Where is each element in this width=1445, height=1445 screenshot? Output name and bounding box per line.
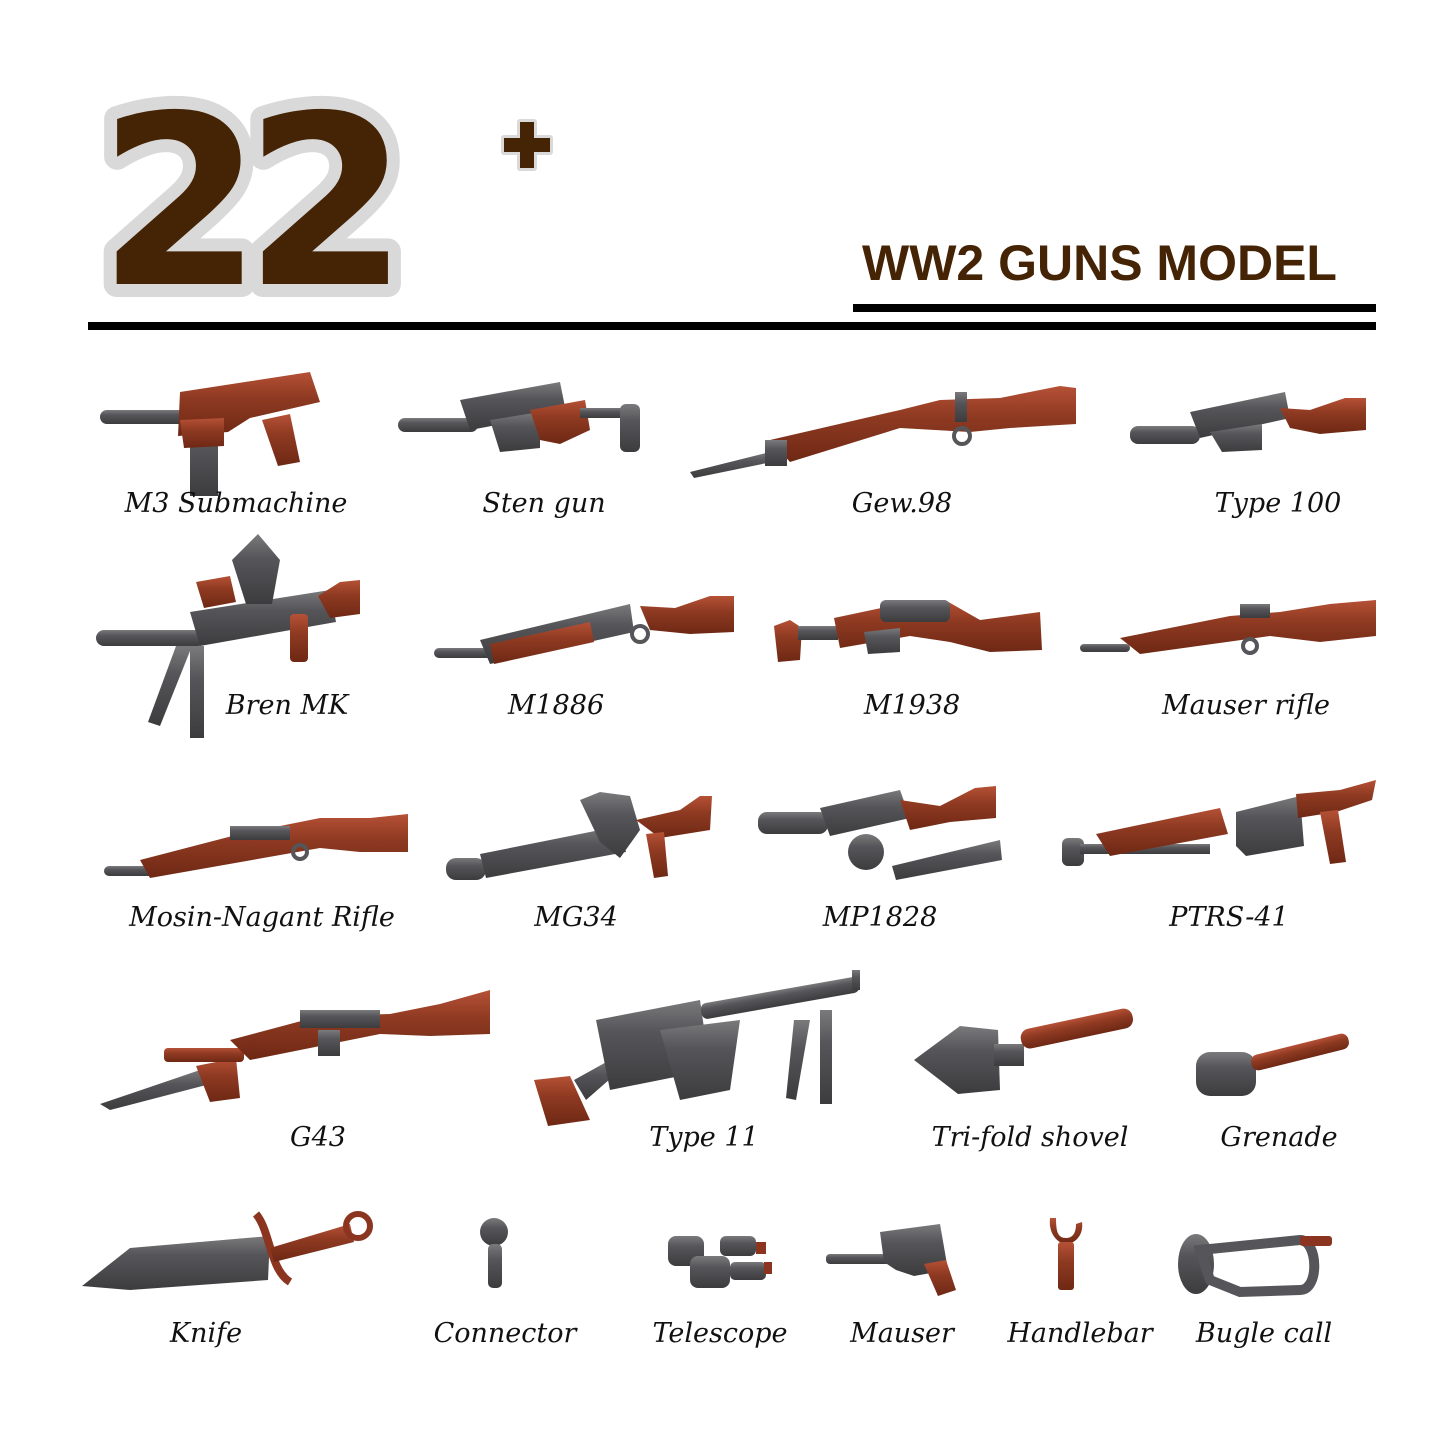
item-label: Handlebar [1007, 1318, 1153, 1349]
count-22-graphic: 22 22 [92, 88, 421, 308]
page-title: WW2 GUNS MODEL [862, 235, 1337, 291]
item-label: Telescope [652, 1318, 788, 1349]
item-label: M1886 [507, 690, 605, 721]
item-label: Mauser [850, 1318, 954, 1349]
item-label: Tri-fold shovel [931, 1122, 1129, 1153]
item-label: M3 Submachine [124, 488, 348, 519]
item-label: PTRS-41 [1169, 902, 1289, 933]
item-label: Bren MK [225, 690, 349, 721]
item-label: Sten gun [482, 488, 606, 519]
title-underline [853, 304, 1376, 312]
item-label: Type 11 [649, 1122, 759, 1153]
item-label: MG34 [534, 902, 618, 933]
item-label: Gew.98 [851, 488, 953, 519]
count-text: 22 [98, 88, 390, 308]
item-label: M1938 [863, 690, 961, 721]
item-label: Mauser rifle [1162, 690, 1330, 721]
item-label: Bugle call [1195, 1318, 1333, 1349]
item-label: Grenade [1220, 1122, 1338, 1153]
item-label: Type 100 [1214, 488, 1342, 519]
item-label: Knife [169, 1318, 243, 1349]
plus-icon [501, 119, 553, 171]
item-label: Mosin-Nagant Rifle [129, 902, 395, 933]
count-outline: 22 [98, 88, 390, 308]
item-label: MP1828 [822, 902, 938, 933]
item-label: G43 [290, 1122, 346, 1153]
header-divider [88, 322, 1376, 330]
item-label: Connector [433, 1318, 577, 1349]
